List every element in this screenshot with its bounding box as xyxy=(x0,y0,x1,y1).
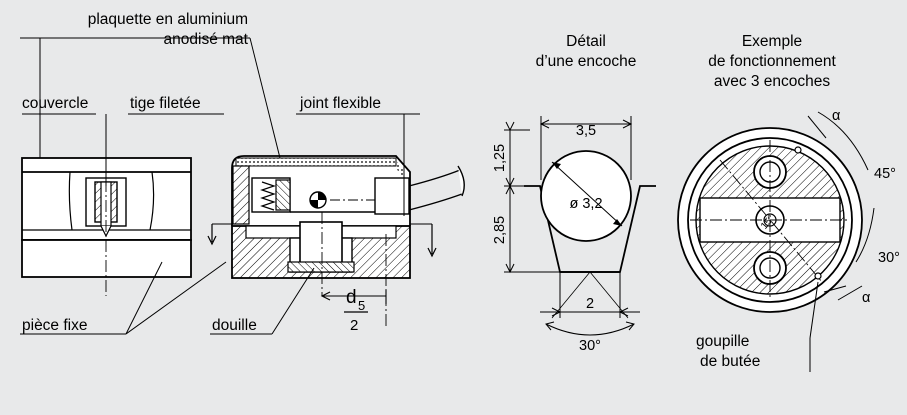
heading-detail-1: Détail xyxy=(566,33,606,50)
heading-exemple-1: Exemple xyxy=(742,33,802,50)
dim-h-lower: 2,85 xyxy=(492,216,508,244)
label-goupille-2: de butée xyxy=(700,353,760,370)
leader-lines xyxy=(20,37,420,335)
example-view xyxy=(677,111,875,372)
label-plaquette-1: plaquette en aluminium xyxy=(88,11,248,28)
dim-width-top: 3,5 xyxy=(576,123,596,139)
dim-d5-sub: 5 xyxy=(358,298,365,313)
label-goupille-1: goupille xyxy=(696,333,749,350)
section-view xyxy=(207,155,465,328)
dim-angle-45: 45° xyxy=(874,166,896,182)
dim-angle-30: 30° xyxy=(878,250,900,266)
dim-d5-den: 2 xyxy=(350,317,358,334)
dim-diameter: ø 3,2 xyxy=(569,196,602,212)
dim-d5-d: d xyxy=(346,287,357,308)
notch-detail xyxy=(504,116,656,336)
heading-detail-2: d’une encoche xyxy=(536,53,637,70)
labels: plaquette en aluminium anodisé mat couve… xyxy=(22,11,836,370)
dim-h-upper: 1,25 xyxy=(492,144,508,172)
label-couvercle: couvercle xyxy=(22,95,88,112)
dim-alpha-top: α xyxy=(832,108,840,124)
dim-angle-bottom: 30° xyxy=(579,338,601,354)
dimension-texts: d 5 2 3,5 ø 3,2 1,25 2,85 2 30° 45° 30° … xyxy=(344,108,900,354)
heading-exemple-3: avec 3 encoches xyxy=(714,73,831,90)
label-joint-flexible: joint flexible xyxy=(299,95,381,112)
label-plaquette-2: anodisé mat xyxy=(164,31,249,48)
label-tige-filetee: tige filetée xyxy=(130,95,201,112)
label-piece-fixe: pièce fixe xyxy=(22,317,87,334)
label-douille: douille xyxy=(212,317,257,334)
dim-width-bottom: 2 xyxy=(586,296,594,312)
dim-alpha-bottom: α xyxy=(862,290,870,306)
heading-exemple-2: de fonctionnement xyxy=(708,53,836,70)
